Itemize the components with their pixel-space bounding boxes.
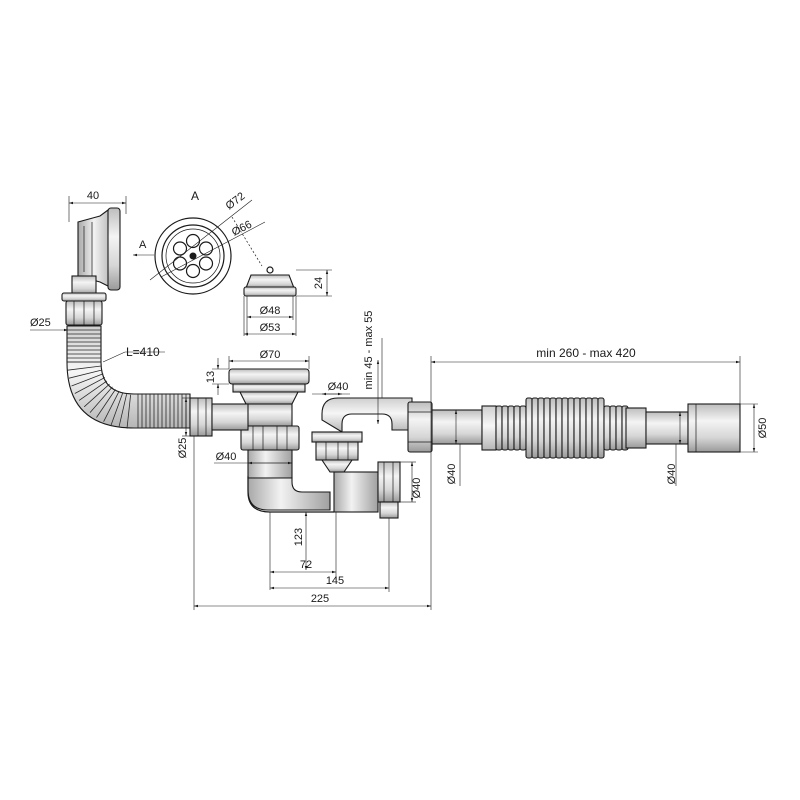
hose-rib (126, 394, 131, 429)
grate-hole (198, 241, 214, 256)
dim-flange-height: 13 (205, 358, 229, 395)
grate-hole (185, 233, 201, 249)
grate-hole (172, 241, 188, 256)
dim-label: 145 (326, 575, 344, 587)
dim-corr-start: Ø40 (446, 410, 461, 486)
dim-overflow-width: 40 (68, 190, 127, 222)
dim-label: Ø40 (666, 464, 678, 485)
corrugation-rib (549, 397, 557, 459)
hose-rib (110, 392, 124, 426)
corrugation-rib (585, 397, 593, 459)
dim-label: 13 (205, 371, 217, 383)
corrugation-rib (591, 397, 599, 459)
hose-rib (71, 373, 104, 387)
dim-offset-145: 145 (270, 518, 390, 592)
dim-drain-body: Ø40 (214, 451, 292, 465)
drain-body (189, 368, 334, 513)
hose-rib (118, 394, 127, 428)
dim-label: Ø53 (260, 322, 281, 334)
dim-label: 225 (311, 593, 329, 605)
dim-outlet-dia: Ø50 (740, 403, 769, 453)
view-a-label: A (191, 189, 199, 203)
corrugated-outlet (481, 397, 741, 459)
grate-hole (198, 256, 214, 271)
dim-label: Ø66 (230, 219, 254, 239)
corrugation-rib (603, 405, 611, 451)
corrugation-rib (615, 405, 623, 451)
hose-rib (78, 380, 108, 401)
corrugation-rib (609, 405, 617, 451)
dim-label: Ø40 (446, 464, 458, 485)
hose-rib (67, 365, 102, 371)
dim-label: Ø48 (260, 305, 281, 317)
grate-hole (172, 256, 188, 271)
view-arrow: A (133, 239, 154, 257)
dim-seal-range: min 45 - max 55 (363, 311, 383, 424)
dim-label: min 260 - max 420 (536, 346, 636, 360)
corrugation-rib (531, 397, 539, 459)
corrugation-rib (543, 397, 551, 459)
dim-label: min 45 - max 55 (363, 311, 375, 390)
corrugation-rib (579, 397, 587, 459)
hose-rib (96, 389, 116, 418)
corrugation-rib (567, 397, 575, 459)
dim-overflow-outlet: Ø25 (30, 317, 68, 332)
hose-rib (103, 391, 120, 422)
dim-label: Ø40 (328, 381, 349, 393)
corrugation-rib (495, 405, 503, 451)
dim-label: 24 (313, 277, 325, 289)
dim-label: Ø40 (411, 478, 423, 499)
dim-offset-72: 72 (270, 559, 336, 574)
hose-rib (89, 386, 113, 413)
trap (311, 397, 483, 519)
view-arrow-label: A (139, 239, 147, 251)
hose-rib (74, 377, 106, 394)
dim-label: 40 (87, 190, 99, 202)
dim-trap-outlet: Ø40 (400, 461, 423, 503)
dim-label: L=410 (126, 345, 160, 359)
dim-corr-range: min 260 - max 420 (430, 346, 741, 610)
dim-label: 72 (300, 559, 312, 571)
corrugation-rib (555, 397, 563, 459)
grate-hole (185, 263, 201, 279)
dim-label: Ø25 (30, 317, 51, 329)
dim-hose-length: L=410 (102, 345, 165, 363)
hose-rib (68, 369, 103, 379)
dim-label: Ø25 (177, 438, 189, 459)
dim-drain-flange: Ø70 (228, 349, 310, 369)
corrugation-rib (537, 397, 545, 459)
dim-label: Ø70 (260, 349, 281, 361)
corrugation-rib (507, 405, 515, 451)
overflow-assembly (61, 207, 121, 326)
dim-depth: 123 (269, 512, 337, 590)
dim-corr-end: Ø40 (666, 412, 682, 486)
dim-label: 123 (293, 528, 305, 546)
corrugation-rib (597, 397, 605, 459)
dim-label: Ø50 (757, 418, 769, 439)
corrugation-rib (513, 405, 521, 451)
dim-trap-top: Ø40 (312, 381, 350, 396)
corrugation-rib (561, 397, 569, 459)
dim-side-inlet: Ø25 (177, 397, 190, 459)
dim-label: Ø40 (216, 451, 237, 463)
dim-total-225: 225 (193, 436, 431, 610)
plug-with-chain: 24 Ø48 Ø53 (231, 216, 332, 336)
corrugation-rib (525, 397, 533, 459)
hose-rib (83, 383, 110, 408)
dim-label: Ø72 (224, 190, 248, 212)
corrugation-rib (501, 405, 509, 451)
corrugation-rib (519, 405, 527, 451)
corrugation-rib (573, 397, 581, 459)
grate-top-view: A Ø72 Ø66 (149, 189, 266, 295)
overflow-hose (66, 325, 191, 429)
